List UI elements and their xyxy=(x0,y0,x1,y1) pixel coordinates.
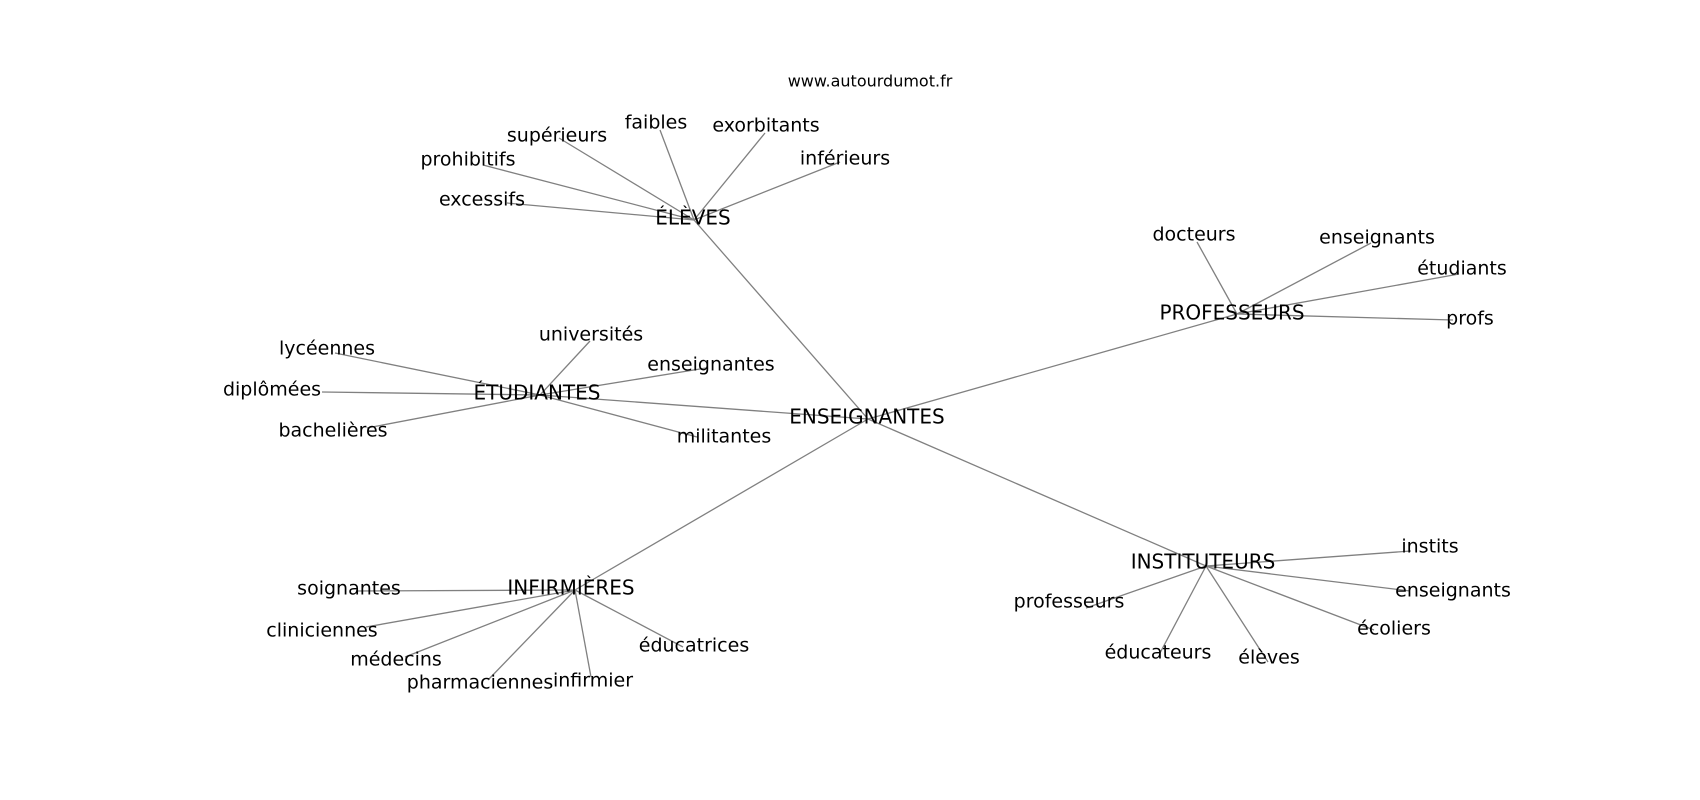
edge-instituteurs-instits xyxy=(1205,550,1412,567)
word-educatrices: éducatrices xyxy=(639,635,749,657)
edge-infirmieres-educatrices xyxy=(574,589,684,648)
edge-eleves-excessifs xyxy=(506,202,695,221)
word-prohibitifs: prohibitifs xyxy=(420,149,515,171)
edge-infirmieres-cliniciennes xyxy=(365,589,576,628)
edge-professeurs-docteurs xyxy=(1196,241,1238,315)
edge-instituteurs-professeurs xyxy=(1085,565,1207,609)
word-bachelieres: bachelières xyxy=(278,420,387,442)
edge-eleves-prohibitifs xyxy=(482,164,695,221)
word-inferieurs: inférieurs xyxy=(800,148,890,170)
word-militantes: militantes xyxy=(677,426,772,448)
edge-etudiantes-bachelieres xyxy=(366,394,541,429)
word-eleves: élèves xyxy=(1238,647,1300,669)
word-enseignants: enseignants xyxy=(1319,227,1435,249)
hub-word-infirmieres: INFIRMIÈRES xyxy=(507,576,634,600)
word-faibles: faibles xyxy=(625,112,688,134)
hub-word-eleves: ÉLÈVES xyxy=(655,206,730,230)
word-universites: universités xyxy=(539,324,643,346)
edge-instituteurs-enseignants xyxy=(1205,565,1411,592)
edge-infirmieres-soignantes xyxy=(355,589,576,592)
edge-etudiantes-diplomees xyxy=(321,391,541,396)
word-cliniciennes: cliniciennes xyxy=(266,620,377,642)
edge-instituteurs-ecoliers xyxy=(1205,565,1375,631)
word-enseignants: enseignants xyxy=(1395,580,1511,602)
word-enseignantes: enseignantes xyxy=(647,354,774,376)
word-etudiants: étudiants xyxy=(1417,258,1507,280)
word-diplomees: diplômées xyxy=(223,379,321,401)
word-pharmaciennes: pharmaciennes xyxy=(407,672,553,694)
edge-professeurs-enseignants xyxy=(1236,242,1372,315)
edge-eleves-superieurs xyxy=(558,137,695,221)
edge-instituteurs-eleves xyxy=(1205,565,1269,663)
word-instits: instits xyxy=(1401,536,1458,558)
graph-labels: ENSEIGNANTES ÉLÈVES supérieurs faibles exorb… xyxy=(223,112,1511,694)
edge-professeurs-profs xyxy=(1236,313,1454,321)
edge-eleves-exorbitants xyxy=(693,132,766,221)
word-educateurs: éducateurs xyxy=(1105,642,1212,664)
hub-word-instituteurs: INSTITUTEURS xyxy=(1131,550,1276,574)
edge-professeurs-etudiants xyxy=(1236,273,1460,315)
graph-edges xyxy=(321,129,1460,681)
word-soignantes: soignantes xyxy=(297,578,401,600)
word-superieurs: supérieurs xyxy=(507,125,607,147)
edge-etudiantes-lyceennes xyxy=(334,352,541,396)
edge-etudiantes-militantes xyxy=(539,394,698,438)
edge-infirmieres-medecins xyxy=(404,589,576,658)
edge-center-etudiantes xyxy=(539,394,869,420)
word-medecins: médecins xyxy=(350,649,442,671)
edge-center-instituteurs xyxy=(867,418,1207,567)
edge-center-infirmieres xyxy=(574,418,869,591)
word-lyceennes: lycéennes xyxy=(279,338,375,360)
hub-word-etudiantes: ÉTUDIANTES xyxy=(474,381,601,405)
word-excessifs: excessifs xyxy=(439,189,525,211)
word-professeurs: professeurs xyxy=(1014,591,1125,613)
word-exorbitants: exorbitants xyxy=(712,115,819,137)
word-profs: profs xyxy=(1446,308,1494,330)
edge-eleves-faibles xyxy=(659,129,695,221)
edge-center-eleves xyxy=(693,219,869,420)
source-watermark: www.autourdumot.fr xyxy=(788,72,953,91)
edge-infirmieres-pharmaciennes xyxy=(487,589,576,681)
edge-center-professeurs xyxy=(867,313,1238,420)
edge-infirmieres-infirmier xyxy=(574,589,592,678)
edge-etudiantes-universites xyxy=(539,340,591,396)
edge-etudiantes-enseignantes xyxy=(539,367,707,396)
center-word-enseignantes: ENSEIGNANTES xyxy=(789,405,944,429)
edge-eleves-inferieurs xyxy=(693,161,841,221)
hub-word-professeurs: PROFESSEURS xyxy=(1159,301,1304,325)
word-infirmier: infirmier xyxy=(553,670,633,692)
word-ecoliers: écoliers xyxy=(1357,618,1431,640)
word-docteurs: docteurs xyxy=(1152,224,1235,246)
edge-instituteurs-educateurs xyxy=(1159,565,1207,654)
